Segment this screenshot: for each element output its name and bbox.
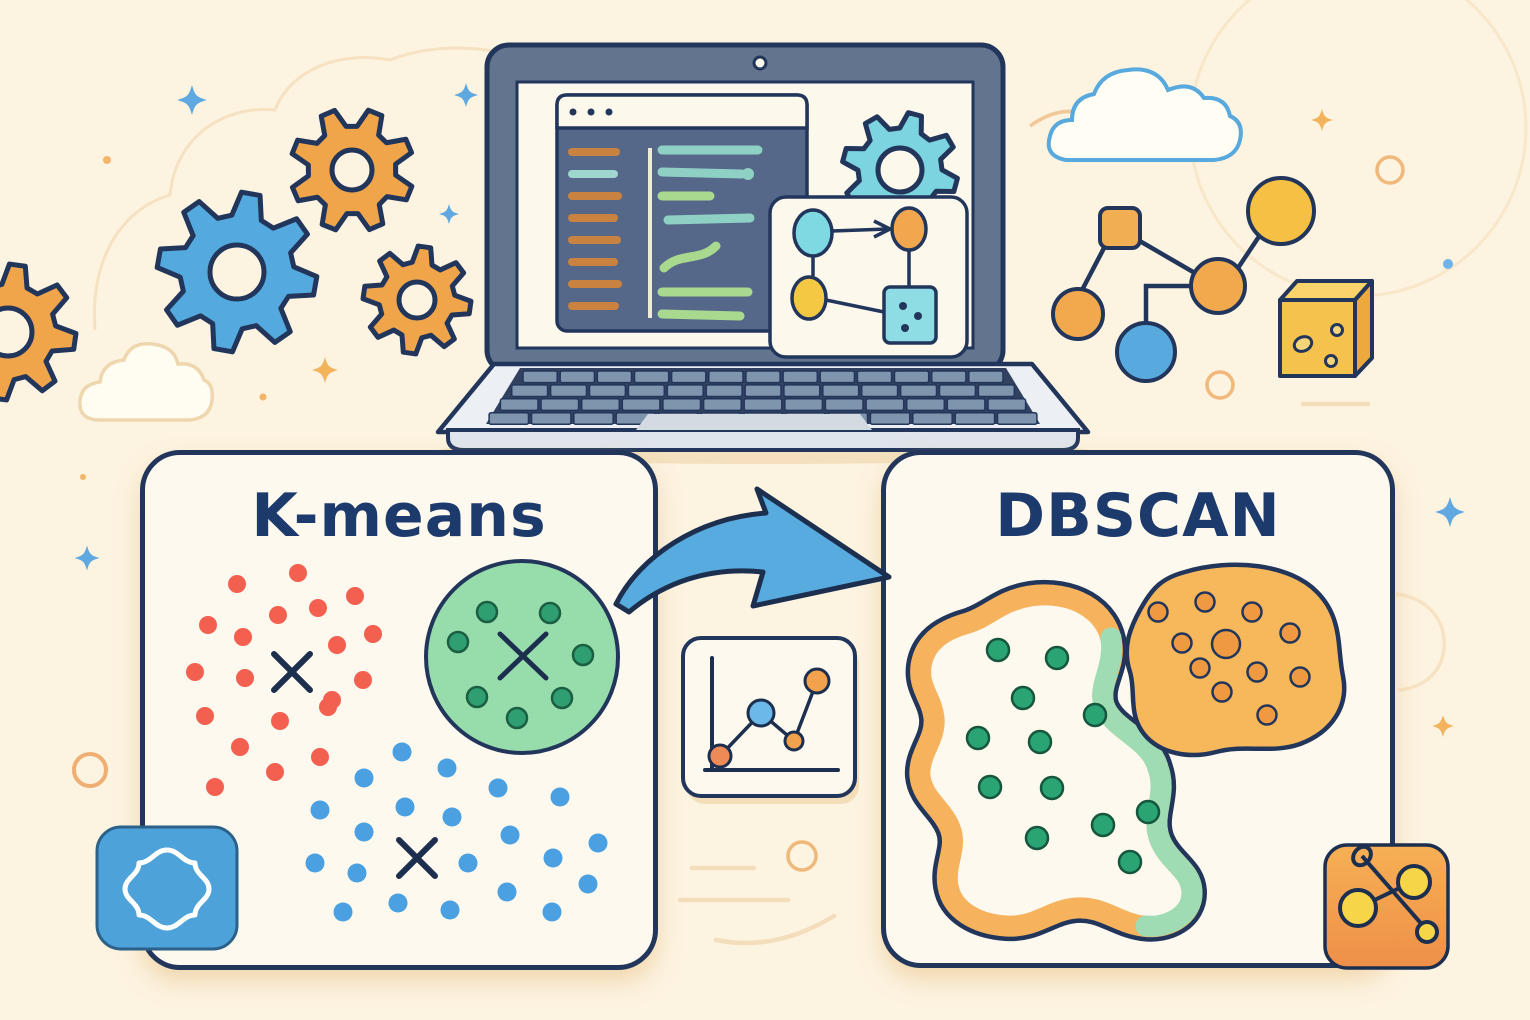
keyboard: [486, 368, 1040, 424]
sparkle-icon: [1435, 497, 1465, 527]
orange-node: [1189, 257, 1247, 315]
sparkle-icon: [454, 83, 478, 107]
code-lines-left: [568, 148, 622, 310]
data-cube-icon: [1278, 279, 1374, 378]
code-lines-right: [657, 145, 763, 321]
gear-icon: [360, 243, 474, 357]
laptop-screen-bezel: [484, 42, 1006, 375]
window-dot: [587, 108, 595, 116]
yellow-node: [1246, 176, 1316, 246]
dbscan-panel: DBSCAN: [881, 450, 1395, 968]
base-lip: [446, 428, 1080, 452]
kmeans-title: K-means: [251, 481, 547, 551]
cyan-node: [792, 208, 834, 258]
network-nodes-icon: [1051, 176, 1316, 383]
cloud-icon: [1046, 67, 1243, 162]
trackpad: [636, 414, 872, 430]
laptop-base: [435, 361, 1091, 452]
sparkle-icon: [312, 357, 338, 383]
gear-icon: [289, 107, 415, 233]
square-node: [1098, 206, 1142, 250]
laptop-screen: [515, 80, 975, 350]
dbscan-title: DBSCAN: [995, 481, 1281, 551]
sparkle-icon: [1432, 715, 1454, 737]
gear-icon: [0, 261, 79, 403]
blue-node: [1115, 321, 1177, 383]
sparkle-icon: [177, 85, 207, 115]
laptop-illustration: [433, 42, 1093, 464]
keyboard-keys: [488, 370, 1038, 426]
code-editor-window: [555, 93, 809, 333]
yellow-node: [790, 275, 828, 321]
orange-node: [1051, 287, 1105, 341]
gear-icon: [154, 189, 320, 355]
cyan-box-node: [882, 285, 938, 345]
webcam-icon: [752, 55, 768, 71]
orange-node: [890, 206, 928, 252]
sparkle-icon: [74, 545, 100, 571]
line-chart-icon: [681, 636, 859, 804]
gear-icon: [840, 110, 960, 230]
chart-axes: [703, 656, 840, 772]
sparkle-icon: [439, 204, 459, 224]
sparkle-icon: [1311, 109, 1333, 131]
decor-dots: [80, 156, 1453, 480]
window-dot: [569, 108, 577, 116]
window-dot: [605, 108, 613, 116]
flowchart-icon: [768, 195, 969, 359]
editor-title-bar: [555, 93, 809, 130]
cloud-icon: [78, 342, 215, 422]
kmeans-panel: K-means: [140, 450, 658, 970]
